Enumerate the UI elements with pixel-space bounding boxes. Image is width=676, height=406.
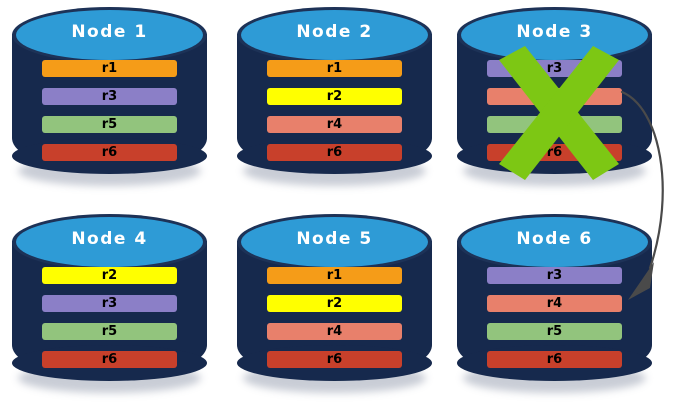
record-bar[interactable]: r3	[487, 267, 622, 284]
record-bar[interactable]: r4	[487, 295, 622, 312]
node-6[interactable]: Node 6 r3 r4 r5 r6	[457, 213, 652, 395]
record-bar[interactable]: r1	[267, 267, 402, 284]
record-list: r1 r2 r4 r6	[267, 60, 402, 161]
record-bar[interactable]: r4	[487, 88, 622, 105]
record-bar[interactable]: r4	[267, 323, 402, 340]
node-3[interactable]: Node 3 r3 r4 r5 r6	[457, 6, 652, 188]
cylinder-top-ellipse	[241, 217, 428, 267]
record-bar[interactable]: r5	[487, 323, 622, 340]
record-list: r3 r4 r5 r6	[487, 60, 622, 161]
node-label: Node 3	[516, 22, 593, 42]
record-list: r2 r3 r5 r6	[42, 267, 177, 368]
record-bar[interactable]: r3	[42, 88, 177, 105]
node-4[interactable]: Node 4 r2 r3 r5 r6	[12, 213, 207, 395]
node-label: Node 4	[71, 229, 148, 249]
record-bar[interactable]: r6	[487, 351, 622, 368]
record-bar[interactable]: r5	[42, 323, 177, 340]
record-list: r1 r3 r5 r6	[42, 60, 177, 161]
record-bar[interactable]: r1	[267, 60, 402, 77]
record-list: r3 r4 r5 r6	[487, 267, 622, 368]
record-bar[interactable]: r2	[42, 267, 177, 284]
cylinder-top-ellipse	[241, 10, 428, 60]
record-bar[interactable]: r6	[267, 144, 402, 161]
cylinder-top-ellipse	[16, 10, 203, 60]
cylinder-top-ellipse	[461, 217, 648, 267]
record-bar[interactable]: r5	[42, 116, 177, 133]
node-label: Node 1	[71, 22, 148, 42]
node-1[interactable]: Node 1 r1 r3 r5 r6	[12, 6, 207, 188]
record-bar[interactable]: r1	[42, 60, 177, 77]
record-bar[interactable]: r5	[487, 116, 622, 133]
cylinder-top-ellipse	[16, 217, 203, 267]
node-label: Node 6	[516, 229, 593, 249]
record-bar[interactable]: r6	[267, 351, 402, 368]
record-bar[interactable]: r6	[42, 351, 177, 368]
node-5[interactable]: Node 5 r1 r2 r4 r6	[237, 213, 432, 395]
record-bar[interactable]: r6	[487, 144, 622, 161]
record-bar[interactable]: r2	[267, 88, 402, 105]
node-label: Node 2	[296, 22, 373, 42]
record-bar[interactable]: r4	[267, 116, 402, 133]
record-bar[interactable]: r3	[42, 295, 177, 312]
node-label: Node 5	[296, 229, 373, 249]
record-list: r1 r2 r4 r6	[267, 267, 402, 368]
record-bar[interactable]: r6	[42, 144, 177, 161]
record-bar[interactable]: r3	[487, 60, 622, 77]
node-2[interactable]: Node 2 r1 r2 r4 r6	[237, 6, 432, 188]
record-bar[interactable]: r2	[267, 295, 402, 312]
